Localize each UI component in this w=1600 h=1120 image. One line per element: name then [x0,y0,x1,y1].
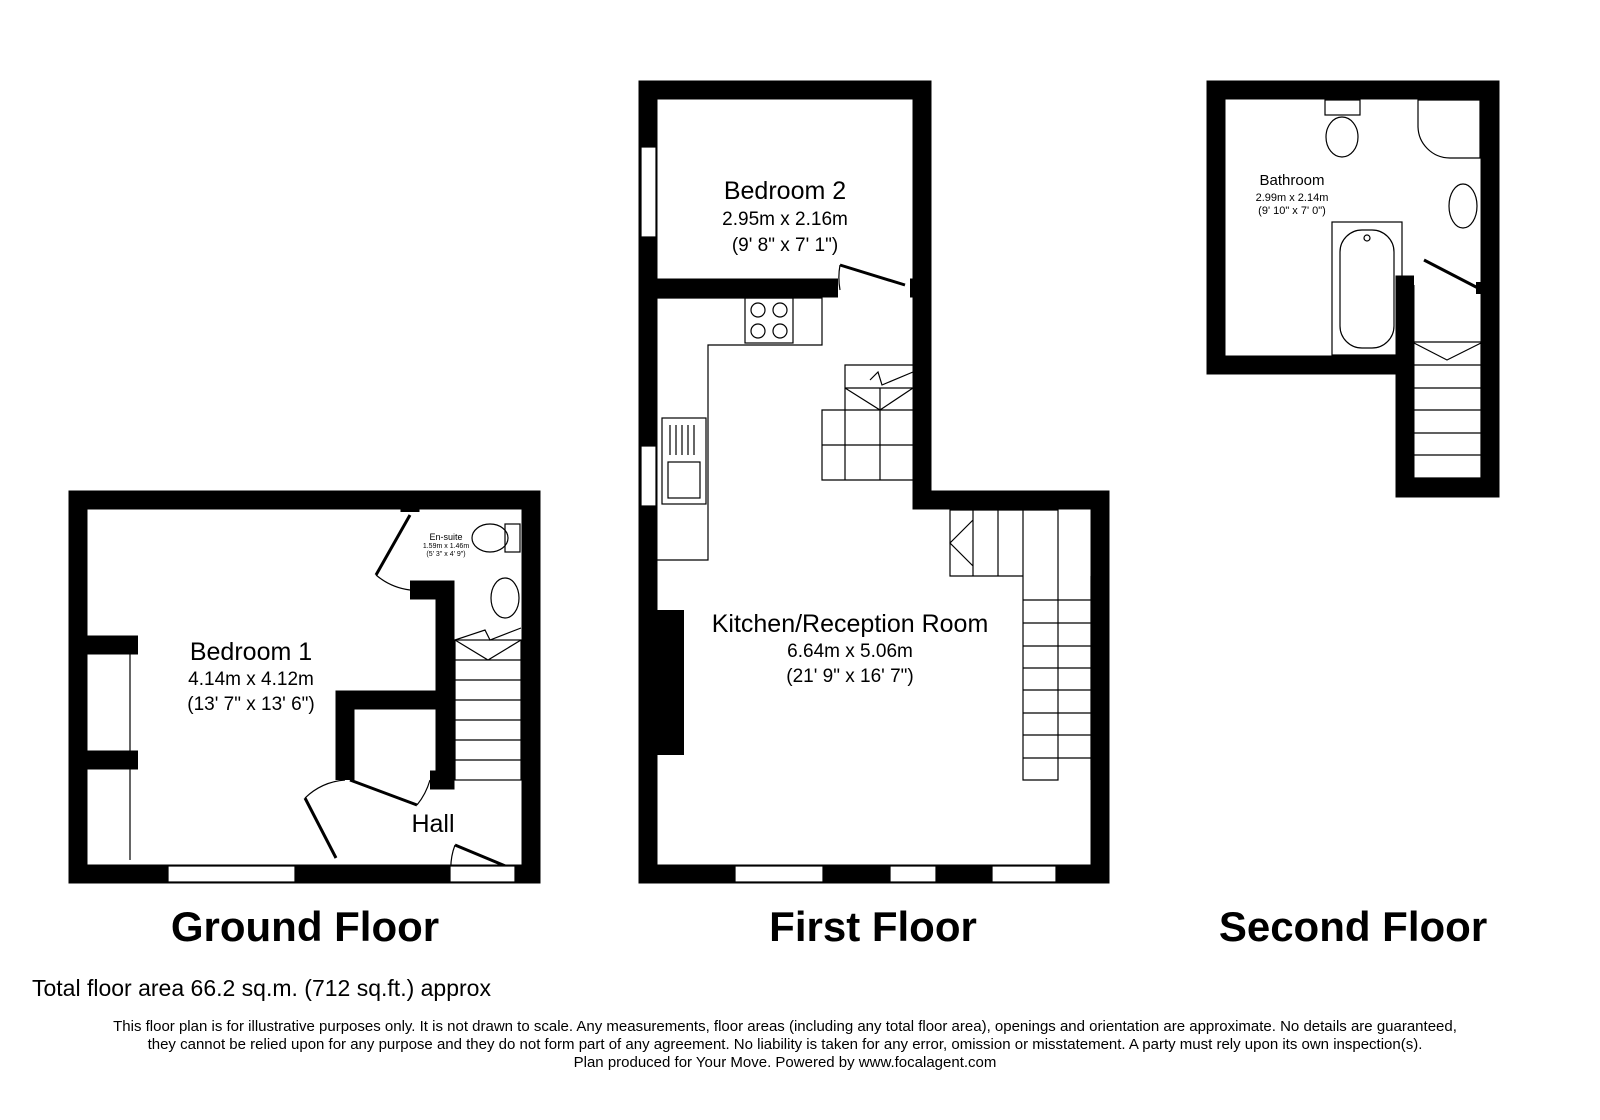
disclaimer: This floor plan is for illustrative purp… [0,1018,1570,1072]
basin-icon [490,577,520,619]
floor-label-ground: Ground Floor [170,903,440,950]
room-dimensions-imperial: (5' 3" x 4' 9") [426,551,466,558]
room-dimensions-metric: 2.99m x 2.14m [1255,192,1329,204]
room-dimensions-imperial: (9' 10" x 7' 0") [1258,205,1326,217]
ground-stairs [454,627,522,781]
hob-icon [744,297,794,344]
window [640,445,657,507]
window [640,146,657,238]
window [167,865,296,883]
room-dimensions-metric: 4.14m x 4.12m [188,669,314,690]
total-floor-area: Total floor area 66.2 sq.m. (712 sq.ft.)… [32,975,491,1001]
room-dimensions-imperial: (13' 7" x 13' 6") [187,694,315,715]
basin-icon [1448,183,1478,229]
bathroom-door [1423,258,1479,290]
disclaimer-credit: Plan produced for Your Move. Powered by … [573,1054,997,1071]
room-dimensions-metric: 2.95m x 2.16m [722,209,848,230]
first-floor-plan [638,80,1110,884]
door-swing [838,264,841,291]
room-name-hall: Hall [411,810,455,838]
disclaimer-line: This floor plan is for illustrative purp… [113,1018,1457,1035]
room-dimensions-metric: 1.59m x 1.46m [422,543,470,550]
window [734,865,824,883]
room-dimensions-metric: 6.64m x 5.06m [787,641,913,662]
kitchen-worktop [657,297,823,561]
second-stairs [1413,341,1482,479]
room-name-bedroom1: Bedroom 1 [189,638,313,666]
bath-icon [1331,221,1403,356]
door-swings [304,574,456,881]
first-stairs-lower [949,509,1092,781]
ground-floor-plan [68,490,541,884]
second-floor-outer-walls [1206,80,1500,498]
disclaimer-line: they cannot be relied upon for any purpo… [147,1036,1423,1053]
first-stairs-upper [821,364,914,481]
room-name-ensuite: En-suite [429,532,463,542]
second-floor-plan [1206,80,1500,498]
window [889,865,937,883]
ensuite-hall-walls [335,500,455,790]
room-dimensions-imperial: (21' 9" x 16' 7") [786,666,914,687]
bathroom-stair-wall [1395,275,1415,365]
shower-icon [1417,99,1481,159]
toilet-icon [471,523,509,553]
sink-icon [661,417,707,505]
bedroom2-door [839,263,906,287]
room-dimensions-imperial: (9' 8" x 7' 1") [731,235,839,256]
first-floor-outer-walls [638,80,1110,884]
toilet-cistern-icon [504,523,521,553]
floor-label-first: First Floor [769,903,977,950]
ground-doors [303,514,516,872]
chimney-breast [656,610,684,755]
room-name-kitchen-reception: Kitchen/Reception Room [711,610,989,638]
window [991,865,1057,883]
ground-floor-outer-walls [68,490,541,884]
room-name-bathroom: Bathroom [1259,172,1325,189]
wardrobe [88,644,131,860]
floor-label-second: Second Floor [1218,903,1488,950]
room-name-bedroom2: Bedroom 2 [723,177,847,205]
toilet-icon [1324,99,1361,158]
front-door-opening [449,865,516,883]
